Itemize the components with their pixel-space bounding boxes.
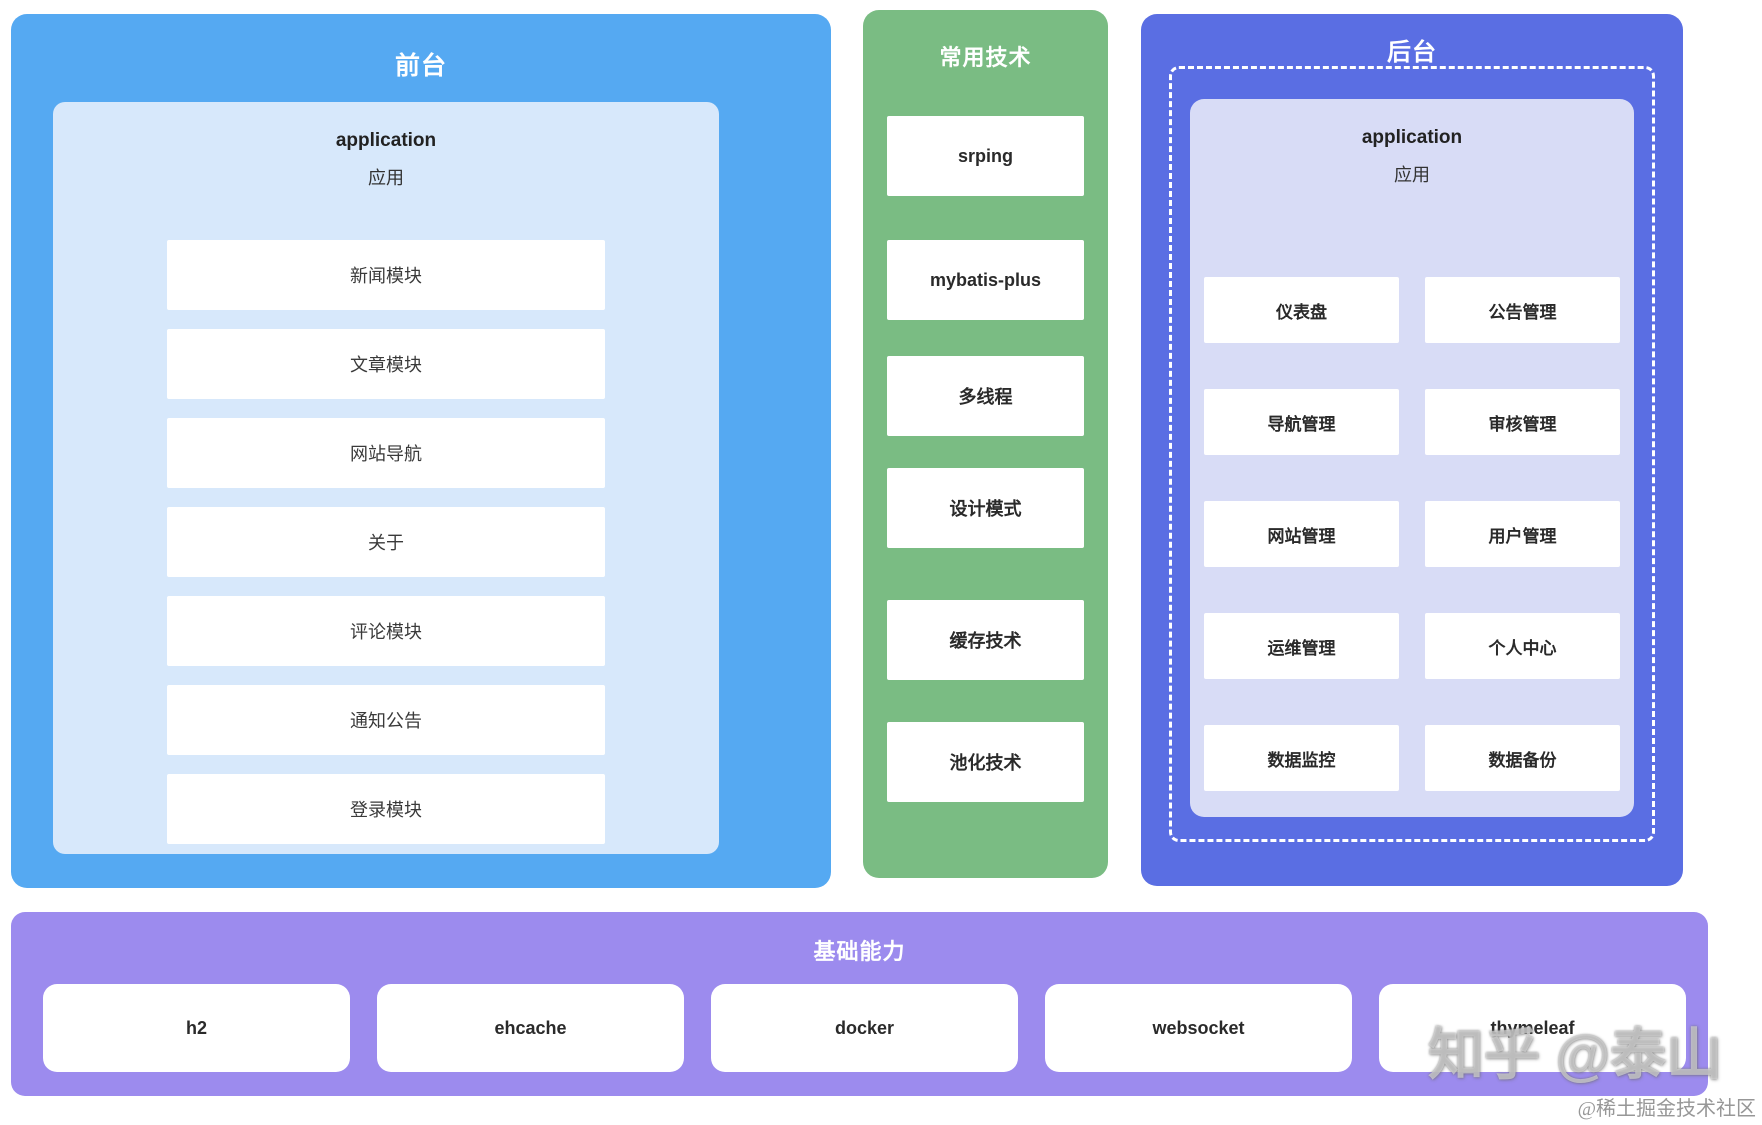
frontend-panel-title: 前台 [394, 52, 447, 80]
backend-panel: 后台 application 应用 仪表盘 公告管理 导航管理 审核管理 网站管… [1141, 14, 1683, 886]
backend-module-site-mgmt: 网站管理 [1204, 501, 1399, 567]
frontend-panel: 前台 application 应用 新闻模块 文章模块 网站导航 关于 评论模块… [11, 14, 831, 888]
backend-app-title-en: application [1361, 127, 1463, 148]
backend-module-nav-mgmt: 导航管理 [1204, 389, 1399, 455]
tech-item-spring: srping [887, 116, 1084, 196]
foundation-panel: 基础能力 h2 ehcache docker websocket thymele… [11, 912, 1708, 1096]
backend-module-data-backup: 数据备份 [1425, 725, 1620, 791]
frontend-module-article: 文章模块 [167, 329, 605, 399]
tech-item-mybatis-plus: mybatis-plus [887, 240, 1084, 320]
technologies-panel-title: 常用技术 [939, 45, 1032, 70]
frontend-app-title-zh: 应用 [368, 168, 404, 188]
frontend-module-about: 关于 [167, 507, 605, 577]
frontend-module-login: 登录模块 [167, 774, 605, 844]
backend-application-box: application 应用 仪表盘 公告管理 导航管理 审核管理 网站管理 用… [1190, 99, 1634, 817]
backend-module-grid: 仪表盘 公告管理 导航管理 审核管理 网站管理 用户管理 运维管理 个人中心 数… [1204, 277, 1620, 791]
frontend-app-title-en: application [335, 130, 437, 151]
tech-item-multithreading: 多线程 [887, 356, 1084, 436]
backend-module-ops-mgmt: 运维管理 [1204, 613, 1399, 679]
frontend-module-list: 新闻模块 文章模块 网站导航 关于 评论模块 通知公告 登录模块 [167, 240, 605, 844]
foundation-item-thymeleaf: thymeleaf [1379, 984, 1686, 1072]
backend-app-title-zh: 应用 [1394, 165, 1430, 185]
backend-module-data-monitor: 数据监控 [1204, 725, 1399, 791]
backend-module-announcement-mgmt: 公告管理 [1425, 277, 1620, 343]
frontend-module-site-nav: 网站导航 [167, 418, 605, 488]
backend-module-review-mgmt: 审核管理 [1425, 389, 1620, 455]
technologies-panel: 常用技术 srping mybatis-plus 多线程 设计模式 缓存技术 池… [863, 10, 1108, 878]
frontend-module-comment: 评论模块 [167, 596, 605, 666]
tech-item-pooling: 池化技术 [887, 722, 1084, 802]
foundation-item-docker: docker [711, 984, 1018, 1072]
backend-module-personal-center: 个人中心 [1425, 613, 1620, 679]
tech-item-design-patterns: 设计模式 [887, 468, 1084, 548]
frontend-module-notice: 通知公告 [167, 685, 605, 755]
foundation-item-row: h2 ehcache docker websocket thymeleaf [43, 984, 1686, 1072]
watermark-zhihu-author: 知乎 @泰山 [1427, 1023, 1722, 1086]
frontend-module-news: 新闻模块 [167, 240, 605, 310]
foundation-item-ehcache: ehcache [377, 984, 684, 1072]
backend-panel-title: 后台 [1387, 39, 1437, 66]
watermark-juejin-community: @稀土掘金技术社区 [1577, 1098, 1756, 1120]
backend-dashed-border-box: application 应用 仪表盘 公告管理 导航管理 审核管理 网站管理 用… [1169, 66, 1655, 842]
foundation-item-websocket: websocket [1045, 984, 1352, 1072]
foundation-item-h2: h2 [43, 984, 350, 1072]
backend-module-dashboard: 仪表盘 [1204, 277, 1399, 343]
tech-item-caching: 缓存技术 [887, 600, 1084, 680]
foundation-panel-title: 基础能力 [813, 939, 906, 964]
frontend-application-box: application 应用 新闻模块 文章模块 网站导航 关于 评论模块 通知… [53, 102, 719, 854]
backend-module-user-mgmt: 用户管理 [1425, 501, 1620, 567]
